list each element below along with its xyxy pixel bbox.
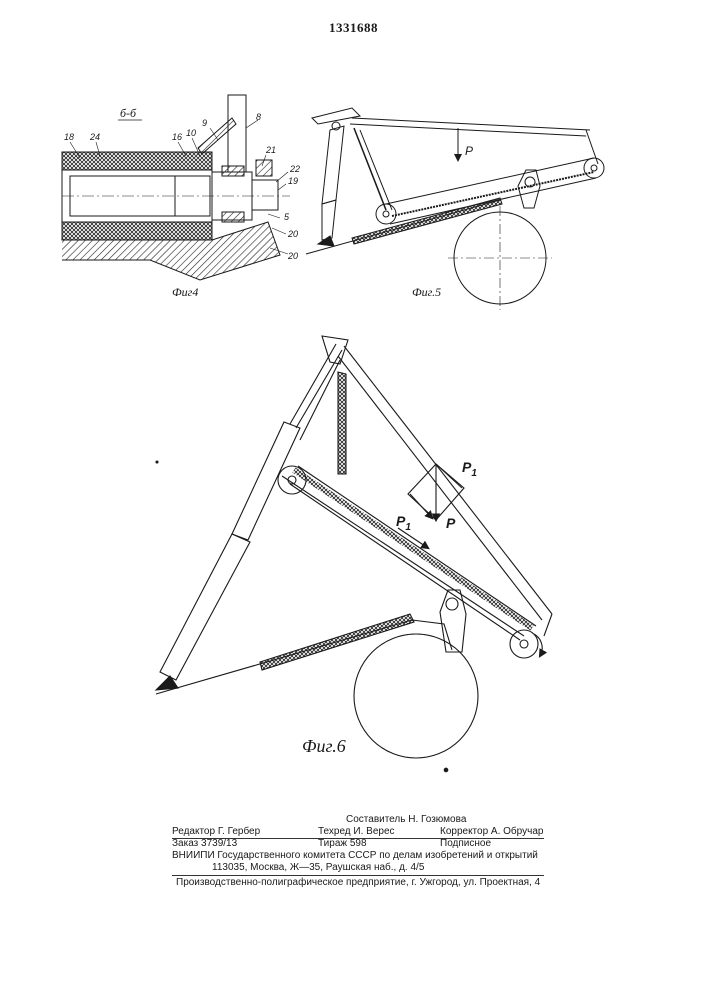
fig4-ref-19: 19 [288,176,298,186]
fig4-ref-16: 16 [172,132,182,142]
fig4-ref-5: 5 [284,212,290,222]
footer-divider-bottom [172,875,544,876]
fig6-force-p1-mid-sub: 1 [405,522,411,533]
fig4-ref-24: 24 [89,132,100,142]
fig5-force-p: P [465,144,473,158]
footer-order: Заказ 3739/13 [172,838,237,849]
fig6-force-p1-top-sub: 1 [471,468,477,479]
footer-corrector: Корректор А. Обручар [440,826,543,837]
footer-techred: Техред И. Верес [318,826,395,837]
fig5-drawing [306,108,604,310]
footer-subscription: Подписное [440,838,491,849]
fig5-caption: Фиг.5 [412,285,441,299]
footer-editor: Редактор Г. Гербер [172,826,260,837]
fig6-caption: Фиг.6 [302,736,346,756]
fig6-drawing [156,336,552,772]
footer-printing: Производственно-полиграфическое предприя… [176,877,540,888]
footer-address: 113035, Москва, Ж—35, Раушская наб., д. … [212,862,424,873]
fig4-section-label: б-б [120,106,137,120]
fig4-ref-8: 8 [256,112,261,122]
fig4-drawing: б-б [62,95,290,280]
fig4-caption: Фиг4 [172,285,198,299]
footer-compiler: Составитель Н. Гозюмова [346,814,466,825]
fig4-ref-9: 9 [202,118,207,128]
fig4-ref-20-a: 20 [287,229,298,239]
fig4-ref-20-b: 20 [287,251,298,261]
fig6-force-p: P [446,515,456,531]
fig4-ref-22: 22 [289,164,300,174]
fig4-ref-21: 21 [265,145,276,155]
fig4-ref-18: 18 [64,132,74,142]
footer-org: ВНИИПИ Государственного комитета СССР по… [172,850,538,861]
footer-circulation: Тираж 598 [318,838,367,849]
fig4-ref-10: 10 [186,128,196,138]
fig6-force-p1-top: P1 [462,459,477,479]
fig6-force-p1-mid: P1 [396,513,411,533]
